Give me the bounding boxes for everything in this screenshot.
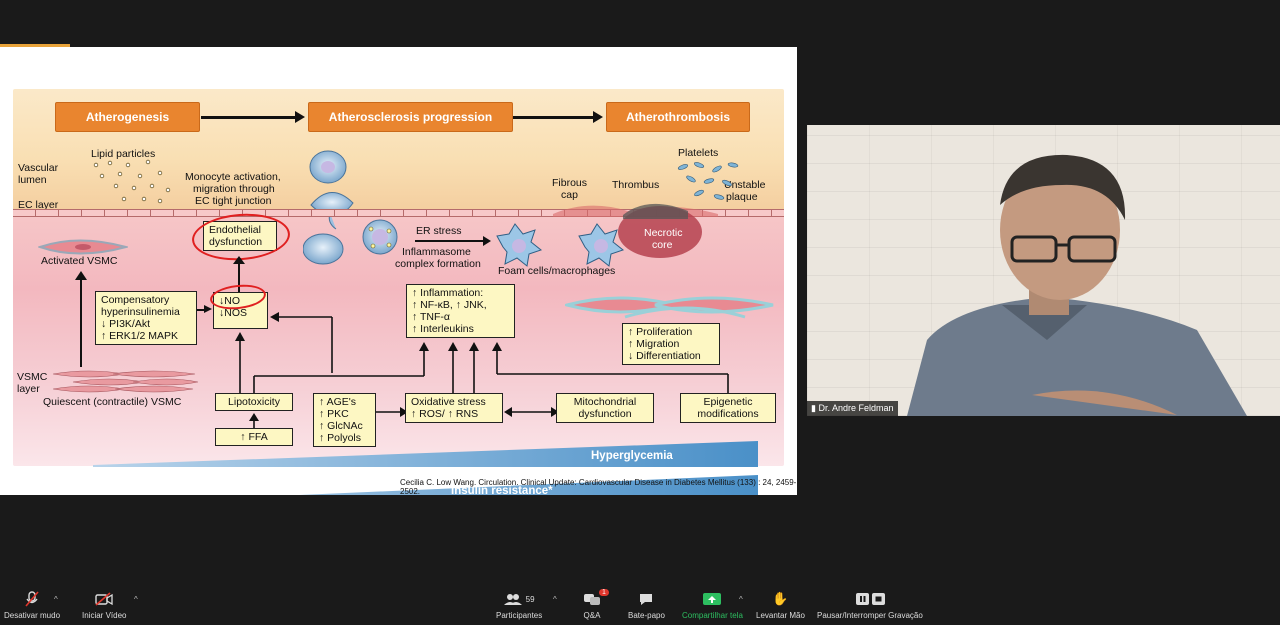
lipotoxicity-box: Lipotoxicity: [215, 393, 293, 411]
thrombus-label: Thrombus: [612, 179, 660, 191]
inflammasome-label: complex formation: [395, 258, 481, 270]
mitochondrial-dysfunction-box: Mitochondrial dysfunction: [556, 393, 654, 423]
microphone-muted-icon: [25, 591, 39, 607]
share-options-caret[interactable]: ^: [739, 595, 743, 604]
video-options-caret[interactable]: ^: [134, 595, 138, 604]
vsmc-layer-label: VSMC: [17, 371, 48, 383]
raise-hand-button[interactable]: ✋ Levantar Mão: [756, 591, 805, 620]
qa-button[interactable]: Q&A: [583, 591, 601, 620]
foam-cells-label: Foam cells/macrophages: [498, 265, 616, 277]
screen-share-indicator: [0, 44, 70, 47]
connector-lines: [235, 312, 729, 428]
no-nos-box: ↓NO ↓NOS: [213, 292, 268, 329]
no-to-endothelial-arrow: [238, 262, 240, 292]
stage-arrow: [201, 116, 296, 119]
platelets-label: Platelets: [678, 147, 719, 159]
arrow-head: [233, 256, 245, 264]
chat-icon: [638, 591, 654, 607]
ec-layer-label: EC layer: [18, 199, 59, 211]
er-stress-label: ER stress: [416, 225, 462, 237]
diagram-panel: Atherogenesis Atherosclerosis progressio…: [13, 89, 784, 495]
start-video-button[interactable]: Iniciar Vídeo: [82, 591, 126, 620]
platelets-graphic: [677, 162, 739, 200]
unstable-plaque-label: Unstable: [724, 179, 766, 191]
proliferating-vsmc-graphic: [565, 296, 774, 319]
signal-icon: ▮: [811, 403, 819, 413]
age-pkc-box: ↑ AGE's ↑ PKC ↑ GlcNAc ↑ Polyols: [313, 393, 376, 447]
inflammasome-label: Inflammasome: [402, 246, 471, 258]
camera-off-icon: [95, 591, 113, 607]
monocyte-label: EC tight junction: [195, 195, 272, 207]
vsmc-arrow: [80, 279, 82, 367]
hyperglycemia-wedge: [93, 441, 758, 467]
insulin-resistance-label: Insulin resistance*: [451, 485, 553, 495]
quiescent-vsmc-label: Quiescent (contractile) VSMC: [43, 396, 182, 408]
arrow: [197, 309, 205, 311]
mute-button[interactable]: Desativar mudo: [4, 591, 60, 620]
fibrous-cap-label: Fibrous: [552, 177, 588, 189]
shared-slide: Atherogenesis Atherosclerosis progressio…: [0, 47, 797, 495]
share-screen-icon: [703, 591, 722, 607]
er-stress-arrow: [415, 240, 485, 242]
vascular-lumen-label: lumen: [18, 174, 47, 186]
participant-name-label: ▮ Dr. Andre Feldman: [807, 401, 898, 416]
lipid-particles-graphic: [93, 159, 171, 204]
stage-atherogenesis: Atherogenesis: [55, 102, 200, 132]
activated-vsmc-label: Activated VSMC: [41, 255, 118, 267]
stage-arrow: [513, 116, 593, 119]
qa-badge: 1: [599, 589, 609, 596]
ec-layer-band: [13, 209, 784, 217]
stage-arrow-head: [593, 111, 603, 123]
compensatory-hyperinsulinemia-box: Compensatory hyperinsulinemia ↓ PI3K/Akt…: [95, 291, 197, 345]
participants-options-caret[interactable]: ^: [553, 595, 557, 604]
vsmc-arrow-head: [75, 271, 87, 280]
quiescent-vsmc-graphic: [53, 370, 198, 393]
endothelial-dysfunction-box: Endothelial dysfunction: [203, 221, 277, 251]
chat-button[interactable]: Bate-papo: [628, 591, 665, 620]
plaque-graphic: [553, 203, 718, 258]
er-stress-arrow-head: [483, 236, 491, 246]
monocyte-label: migration through: [193, 183, 275, 195]
stage-atherothrombosis: Atherothrombosis: [606, 102, 750, 132]
speaker-figure: [907, 154, 1247, 416]
vascular-lumen-label: Vascular: [18, 162, 59, 174]
arrow-head: [204, 305, 212, 313]
insulin-resistance-wedge: [299, 475, 758, 495]
stage-arrow-head: [295, 111, 305, 123]
proliferation-box: ↑ Proliferation ↑ Migration ↓ Differenti…: [622, 323, 720, 365]
vsmc-layer-label: layer: [17, 383, 40, 395]
participant-video-tile[interactable]: ▮ Dr. Andre Feldman: [807, 125, 1280, 416]
qa-icon: [583, 591, 601, 607]
hand-icon: ✋: [772, 591, 789, 606]
mute-options-caret[interactable]: ^: [54, 595, 58, 604]
oxidative-stress-box: Oxidative stress ↑ ROS/ ↑ RNS: [405, 393, 503, 423]
pause-stop-icon: [854, 591, 886, 607]
record-controls-button[interactable]: Pausar/Interromper Gravação: [817, 591, 923, 620]
hyperglycemia-label: Hyperglycemia: [591, 450, 673, 462]
necrotic-core-label: Necrotic: [644, 227, 683, 239]
fibrous-cap-label: cap: [561, 189, 578, 201]
epigenetic-modifications-box: Epigenetic modifications: [680, 393, 776, 423]
unstable-plaque-label: plaque: [726, 191, 758, 203]
inflammation-box: ↑ Inflammation: ↑ NF-κB, ↑ JNK, ↑ TNF-α …: [406, 284, 515, 338]
necrotic-core-label: core: [652, 239, 673, 251]
ffa-box: ↑ FFA: [215, 428, 293, 446]
lipid-particles-label: Lipid particles: [91, 148, 156, 160]
stage-progression: Atherosclerosis progression: [308, 102, 513, 132]
slide-citation: Cecilia C. Low Wang. Circulation. Clinic…: [400, 478, 797, 495]
participants-icon: 59: [503, 591, 535, 607]
share-screen-button[interactable]: Compartilhar tela: [682, 591, 743, 620]
monocyte-label: Monocyte activation,: [185, 171, 281, 183]
foam-cells-graphic: [496, 223, 625, 267]
meeting-toolbar: Desativar mudo ^ Iniciar Vídeo ^ 59 Part…: [0, 585, 1280, 625]
activated-vsmc-graphic: [38, 239, 128, 255]
participants-button[interactable]: 59 Participantes: [496, 591, 542, 620]
